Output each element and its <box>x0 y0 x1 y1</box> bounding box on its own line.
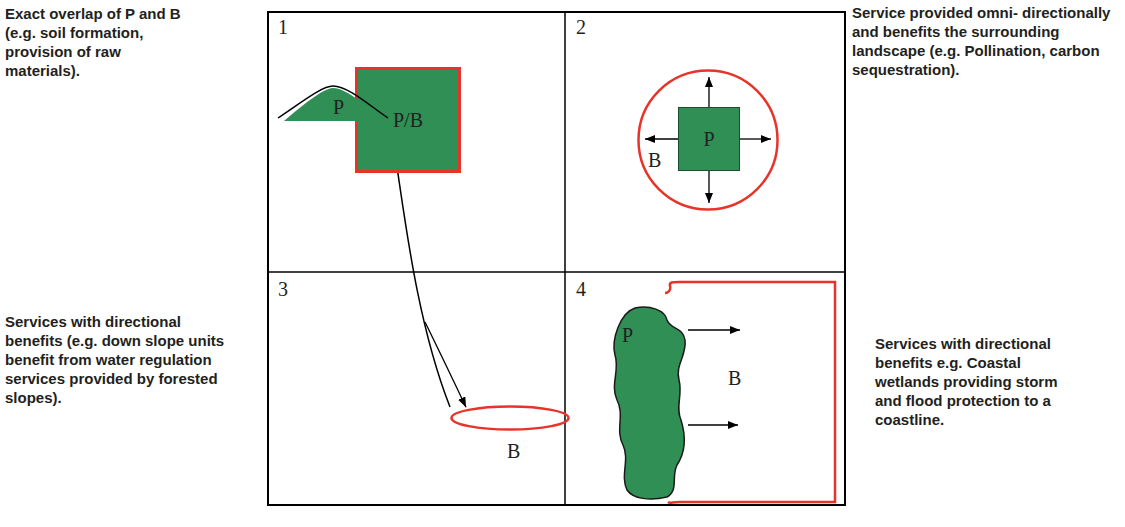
label-holder: 4 <box>576 279 586 299</box>
node-letter: P <box>622 325 633 345</box>
hill-outline <box>278 86 388 118</box>
square-outline <box>679 108 740 171</box>
side-caption: Service provided omni- directionally and… <box>852 3 1118 79</box>
quadrant-number: 3 <box>278 279 288 299</box>
provider-square: P <box>678 107 740 171</box>
label-holder: Services with directional benefits e.g. … <box>875 334 1080 429</box>
hill-fill <box>284 88 386 121</box>
node-letter: P <box>333 97 344 117</box>
arrow-connector <box>688 329 740 330</box>
side-caption: Exact overlap of P and B (e.g. soil form… <box>5 4 195 80</box>
arrow-connector <box>708 77 709 107</box>
node-letter: P/B <box>393 110 423 130</box>
side-caption: Services with directional benefits e.g. … <box>875 334 1080 429</box>
quadrant-number: 4 <box>576 279 586 299</box>
node-letter: P <box>703 129 714 149</box>
grid-divider <box>268 271 845 273</box>
wetland-blob: P <box>605 305 688 500</box>
ellipse-outline <box>452 407 569 430</box>
node-letter: B <box>507 441 520 461</box>
benefit-coastline: B <box>663 280 838 505</box>
coastline-outline <box>665 282 835 503</box>
node-outline <box>605 305 688 500</box>
side-caption: Services with directional benefits (e.g.… <box>5 312 237 407</box>
node-outline <box>450 405 570 431</box>
benefit-ellipse: B <box>450 405 570 431</box>
arrow-connector <box>645 138 678 139</box>
grid-divider <box>564 12 566 505</box>
circle-outline <box>639 71 778 210</box>
quadrant-number: 1 <box>278 17 288 37</box>
arrow-connector <box>708 171 709 203</box>
grid-frame <box>268 12 845 505</box>
node-letter: B <box>728 368 741 388</box>
arrow-connector <box>425 322 466 407</box>
quadrant-number: 2 <box>576 17 586 37</box>
label-holder: 3 <box>278 279 288 299</box>
benefit-circle: BP <box>637 69 779 211</box>
node-outline <box>663 280 838 505</box>
arrow-connector <box>740 138 771 139</box>
wetland-shape <box>614 307 685 499</box>
node-letter: B <box>648 150 661 170</box>
label-holder: Services with directional benefits (e.g.… <box>5 312 237 407</box>
label-holder: 2 <box>576 17 586 37</box>
arrow-connector <box>688 424 738 425</box>
label-holder: Service provided omni- directionally and… <box>852 3 1118 79</box>
label-holder: Exact overlap of P and B (e.g. soil form… <box>5 4 195 80</box>
label-holder: 1 <box>278 17 288 37</box>
